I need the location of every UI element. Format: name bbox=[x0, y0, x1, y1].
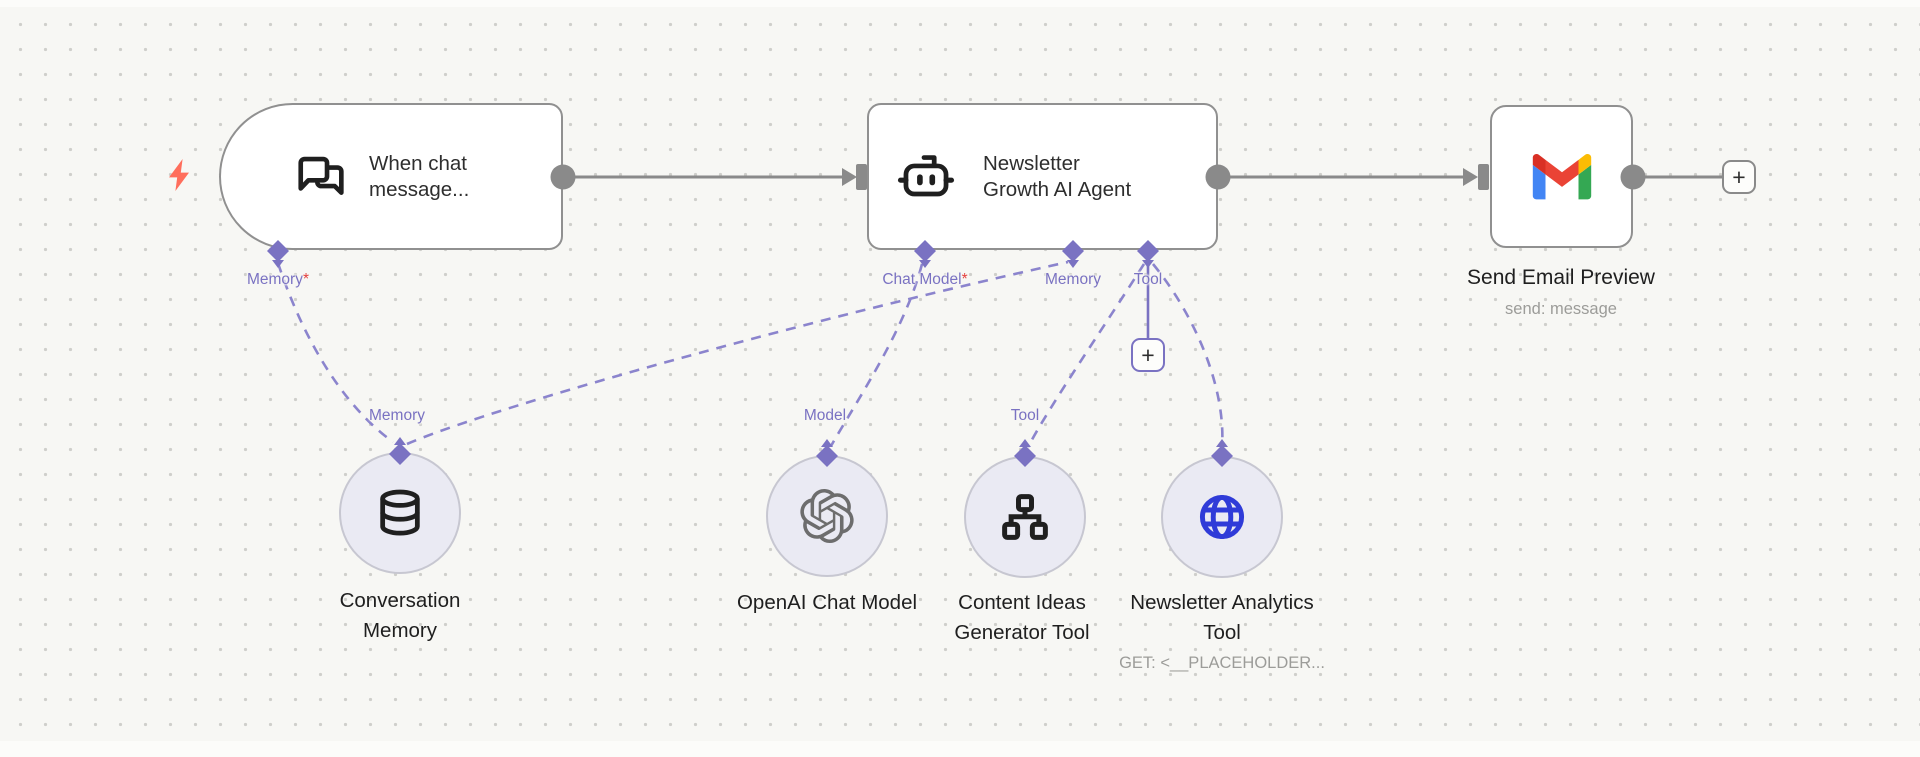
newsletter-analytics-tool-title: Newsletter Analytics Tool bbox=[1130, 591, 1314, 644]
add-tool-button[interactable]: + bbox=[1131, 338, 1165, 372]
agent-memory-connector-label: Memory bbox=[1045, 271, 1101, 288]
content-ideas-tool-node[interactable] bbox=[964, 456, 1086, 578]
gmail-node-subtitle: send: message bbox=[1505, 300, 1617, 318]
add-next-node-button[interactable]: + bbox=[1722, 160, 1756, 194]
content-ideas-tool-title: Content Ideas Generator Tool bbox=[954, 591, 1090, 644]
agent-tool-connector-label: Tool bbox=[1133, 271, 1163, 288]
conversation-memory-title: Conversation Memory bbox=[339, 589, 461, 642]
conversation-memory-connector-label: Memory bbox=[369, 407, 425, 424]
chat-trigger-node[interactable]: When chat message... bbox=[219, 103, 563, 250]
newsletter-analytics-tool-node[interactable] bbox=[1161, 456, 1283, 578]
gmail-node[interactable] bbox=[1490, 105, 1633, 248]
connection-agent-tool-to-content-ideas bbox=[1026, 263, 1146, 448]
required-asterisk: * bbox=[961, 271, 968, 288]
connection-conversation-memory-to-agent-memory bbox=[406, 260, 1069, 446]
canvas-edge-top bbox=[0, 0, 1920, 7]
openai-logo-icon bbox=[800, 489, 854, 543]
gmail-node-title: Send Email Preview bbox=[1467, 266, 1655, 289]
database-icon bbox=[380, 489, 420, 536]
openai-chat-model-title: OpenAI Chat Model bbox=[736, 591, 918, 614]
agent-chat-model-connector-label: Chat Model* bbox=[882, 271, 968, 288]
ai-agent-node[interactable]: Newsletter Growth AI Agent bbox=[867, 103, 1218, 250]
content-ideas-tool-connector-label: Tool bbox=[1010, 407, 1040, 424]
trigger-memory-connector-label: Memory* bbox=[246, 271, 310, 288]
robot-icon bbox=[897, 155, 955, 197]
sitemap-icon bbox=[1002, 494, 1048, 540]
newsletter-analytics-tool-subtitle: GET: <__PLACEHOLDER... bbox=[1119, 654, 1325, 672]
lightning-bolt-icon bbox=[169, 159, 189, 191]
required-asterisk: * bbox=[302, 271, 310, 288]
globe-icon bbox=[1199, 494, 1245, 540]
openai-chat-model-node[interactable] bbox=[766, 455, 888, 577]
conversation-memory-node[interactable] bbox=[339, 452, 461, 574]
gmail-icon bbox=[1532, 153, 1591, 200]
canvas-edge-bottom bbox=[0, 741, 1920, 757]
openai-model-connector-label: Model bbox=[803, 407, 847, 424]
trigger-node-title: When chat message... bbox=[369, 151, 470, 201]
chat-bubbles-icon bbox=[298, 156, 344, 195]
connection-trigger-to-agent bbox=[563, 164, 867, 190]
connection-agent-to-gmail bbox=[1218, 164, 1489, 190]
agent-node-title: Newsletter Growth AI Agent bbox=[983, 151, 1132, 201]
